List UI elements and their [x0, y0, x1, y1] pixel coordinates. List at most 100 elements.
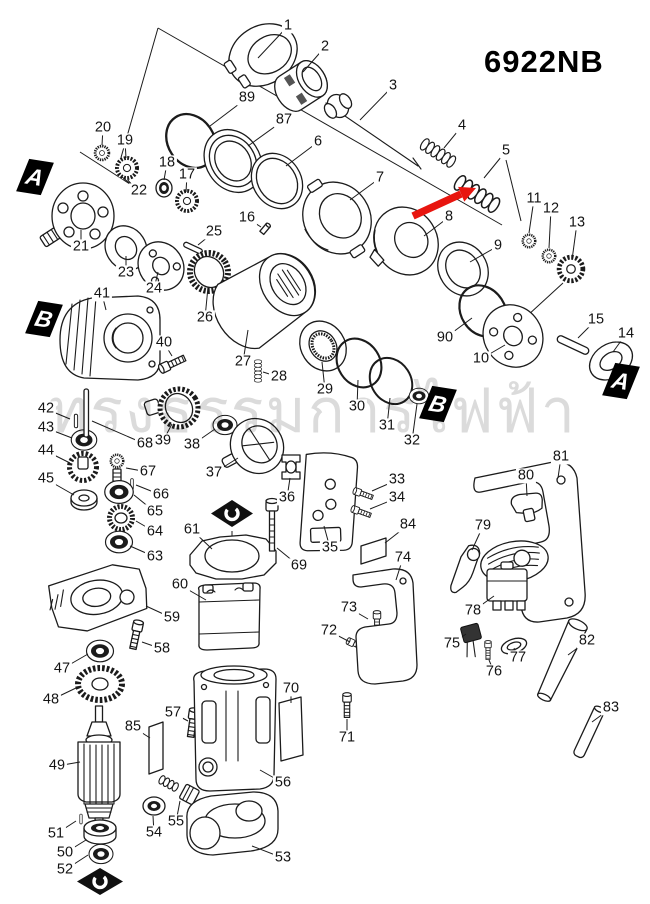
part-label-17: 17: [176, 166, 198, 183]
part-label-76: 76: [483, 663, 505, 680]
part-shape-59: [48, 564, 148, 632]
part-shape-20: [92, 143, 112, 163]
part-label-64: 64: [144, 523, 166, 540]
part-label-58: 58: [151, 640, 173, 657]
bracket-line: [79, 151, 134, 187]
part-label-14: 14: [615, 325, 637, 342]
part-shape-9: [437, 241, 489, 297]
part-shape-87: [203, 129, 263, 193]
part-label-31: 31: [376, 417, 398, 434]
part-shape-65: [104, 479, 134, 505]
part-shape-56: [193, 665, 277, 792]
part-label-19: 19: [114, 132, 136, 149]
part-shape-63: [104, 530, 134, 554]
part-label-80: 80: [515, 467, 537, 484]
part-label-56: 56: [272, 774, 294, 791]
part-label-35: 35: [319, 539, 341, 556]
part-shape-45: [70, 489, 98, 511]
part-label-81: 81: [550, 448, 572, 465]
part-label-36: 36: [276, 489, 298, 506]
part-label-84: 84: [397, 516, 419, 533]
part-shape-49: [77, 705, 121, 839]
part-label-38: 38: [181, 436, 203, 453]
part-label-68: 68: [134, 435, 156, 452]
part-shape-29: [299, 320, 347, 372]
part-label-26: 26: [194, 309, 216, 326]
part-label-57: 57: [162, 704, 184, 721]
makita-diamond-logo: [209, 498, 255, 534]
part-shape-26: [187, 250, 231, 294]
part-label-12: 12: [540, 200, 562, 217]
part-shape-76: [484, 640, 492, 660]
part-label-87: 87: [273, 111, 295, 128]
watermark: ทรงธรรมการไฟฟ้า: [48, 377, 577, 445]
part-label-15: 15: [585, 311, 607, 328]
part-label-78: 78: [462, 602, 484, 619]
part-shape-3: [323, 93, 422, 170]
part-shape-52: [88, 843, 114, 865]
part-label-40: 40: [153, 334, 175, 351]
part-shape-75: [460, 622, 482, 658]
part-shape-51: [79, 813, 83, 825]
part-shape-47: [85, 639, 115, 663]
part-shape-78: [486, 561, 528, 611]
part-label-30: 30: [346, 398, 368, 415]
part-shape-10: [482, 304, 544, 368]
part-shape-82: [536, 618, 588, 702]
highlight-arrow: [411, 186, 476, 220]
part-label-51: 51: [45, 825, 67, 842]
part-label-33: 33: [386, 471, 408, 488]
part-shape-85: [148, 721, 164, 775]
part-label-89: 89: [236, 89, 258, 106]
part-label-20: 20: [92, 119, 114, 136]
part-shape-23: [104, 225, 148, 271]
part-label-59: 59: [161, 609, 183, 626]
part-label-74: 74: [392, 549, 414, 566]
part-label-4: 4: [455, 117, 469, 134]
part-shape-74: [352, 568, 418, 685]
part-shape-4: [418, 136, 458, 170]
part-shape-64: [107, 504, 135, 532]
part-label-24: 24: [143, 280, 165, 297]
part-label-85: 85: [122, 718, 144, 735]
part-label-73: 73: [338, 599, 360, 616]
part-label-41: 41: [91, 285, 113, 302]
part-label-10: 10: [470, 350, 492, 367]
part-label-13: 13: [566, 214, 588, 231]
makita-diamond-logo: [75, 866, 125, 902]
highlight-arrow-head: [458, 186, 476, 202]
part-label-75: 75: [441, 635, 463, 652]
part-shape-18: [155, 178, 173, 198]
part-shape-61: [189, 534, 277, 580]
part-shape-6: [250, 152, 304, 210]
part-shape-54: [142, 796, 166, 816]
part-label-71: 71: [336, 729, 358, 746]
part-label-29: 29: [314, 381, 336, 398]
part-shape-11: [520, 232, 538, 250]
part-shape-41: [59, 295, 161, 381]
part-label-8: 8: [442, 208, 456, 225]
part-label-66: 66: [150, 486, 172, 503]
part-label-48: 48: [40, 691, 62, 708]
part-shape-17: [175, 189, 199, 213]
part-label-77: 77: [507, 649, 529, 666]
part-label-50: 50: [54, 844, 76, 861]
part-label-21: 21: [70, 238, 92, 255]
model-number: 6922NB: [484, 44, 604, 79]
highlight-arrow-shaft: [411, 190, 463, 220]
part-label-83: 83: [600, 699, 622, 716]
part-shape-80: [510, 492, 543, 523]
part-label-6: 6: [311, 133, 325, 150]
part-shape-84: [360, 537, 387, 565]
part-shape-37: [221, 417, 285, 475]
part-label-16: 16: [236, 209, 258, 226]
part-shape-40: [156, 353, 188, 375]
part-label-54: 54: [143, 824, 165, 841]
part-label-63: 63: [144, 548, 166, 565]
part-label-45: 45: [35, 470, 57, 487]
part-shape-79: [450, 544, 481, 594]
part-shape-39: [143, 386, 201, 430]
part-shape-55: [158, 775, 200, 805]
part-label-60: 60: [169, 576, 191, 593]
part-label-3: 3: [386, 77, 400, 94]
